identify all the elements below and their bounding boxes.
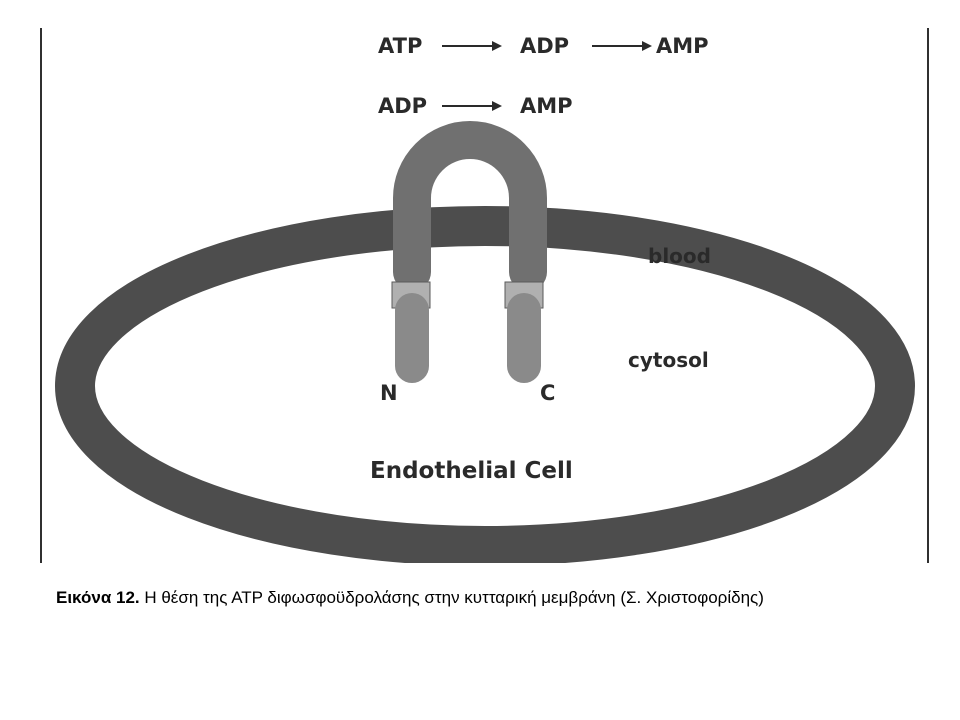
reaction-top-atp: ATP: [378, 34, 423, 58]
label-endothelial-cell: Endothelial Cell: [370, 458, 573, 484]
arrow-head-adp-amp-second: [492, 101, 502, 111]
reaction-top-adp: ADP: [520, 34, 570, 58]
membrane-diagram: [40, 28, 929, 563]
reaction-top-amp: AMP: [656, 34, 709, 58]
reaction-second-amp: AMP: [520, 94, 573, 118]
figure-panel: ATP ADP AMP ADP AMP blood cytosol N C En…: [40, 28, 930, 563]
figure-caption: Εικόνα 12. Η θέση της ΑΤΡ διφωσφοϋδρολάσ…: [56, 588, 764, 608]
reaction-second-adp: ADP: [378, 94, 428, 118]
protein-extracellular-loop: [393, 121, 547, 291]
label-n-terminus: N: [380, 381, 398, 405]
label-cytosol: cytosol: [628, 348, 709, 372]
caption-label: Εικόνα 12.: [56, 588, 140, 607]
label-blood: blood: [648, 244, 711, 268]
arrow-head-adp-amp: [642, 41, 652, 51]
caption-text: Η θέση της ΑΤΡ διφωσφοϋδρολάσης στην κυτ…: [139, 588, 764, 607]
cell-membrane: [55, 206, 915, 563]
arrow-head-atp-adp: [492, 41, 502, 51]
label-c-terminus: C: [540, 381, 556, 405]
